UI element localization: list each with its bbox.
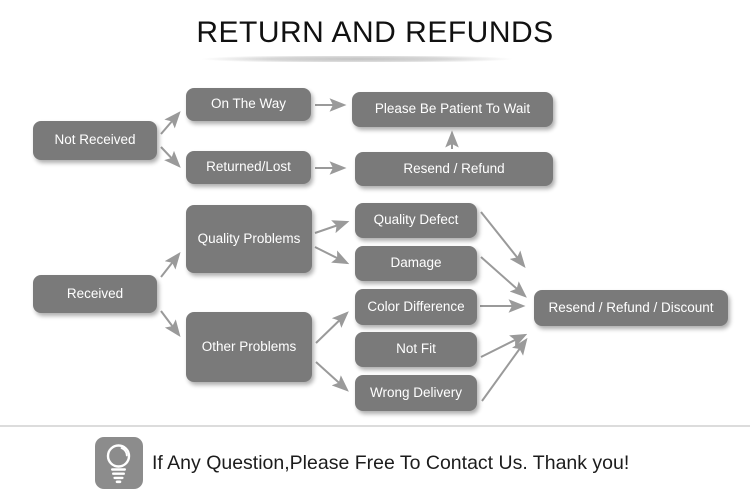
footer-message: If Any Question,Please Free To Contact U… <box>152 451 630 474</box>
arrow-quality-defect-to-discount <box>480 211 526 268</box>
node-damage: Damage <box>355 246 477 281</box>
node-other-problems: Other Problems <box>186 312 312 382</box>
footer-divider <box>0 425 750 427</box>
arrow-not-fit-to-discount <box>480 333 528 358</box>
node-not-fit: Not Fit <box>355 332 477 367</box>
light-bulb-icon <box>95 437 143 489</box>
node-wrong-delivery: Wrong Delivery <box>355 375 477 411</box>
arrow-damage-to-discount <box>480 256 527 298</box>
title-underline <box>157 56 557 62</box>
arrow-quality-problems-to-quality-defect <box>314 220 350 234</box>
arrow-other-problems-to-wrong-delivery <box>315 361 349 392</box>
arrow-received-to-quality-problems <box>160 251 181 278</box>
node-resend-refund-discount: Resend / Refund / Discount <box>534 290 728 326</box>
page-title: RETURN AND REFUNDS <box>196 16 554 49</box>
arrow-quality-problems-to-damage <box>314 246 350 265</box>
node-quality-defect: Quality Defect <box>355 203 477 238</box>
node-quality-problems: Quality Problems <box>186 205 312 273</box>
arrow-wrong-delivery-to-discount <box>481 337 528 402</box>
node-received: Received <box>33 275 157 313</box>
node-please-wait: Please Be Patient To Wait <box>352 92 553 127</box>
node-resend-refund: Resend / Refund <box>355 152 553 186</box>
node-color-difference: Color Difference <box>355 289 477 325</box>
arrow-other-problems-to-color-difference <box>315 311 349 344</box>
node-returned-lost: Returned/Lost <box>186 151 311 184</box>
node-not-received: Not Received <box>33 121 157 160</box>
arrow-not-received-to-on-the-way <box>160 111 181 135</box>
arrow-received-to-other-problems <box>160 310 181 338</box>
node-on-the-way: On The Way <box>186 88 311 121</box>
arrow-not-received-to-returned-lost <box>160 146 181 168</box>
